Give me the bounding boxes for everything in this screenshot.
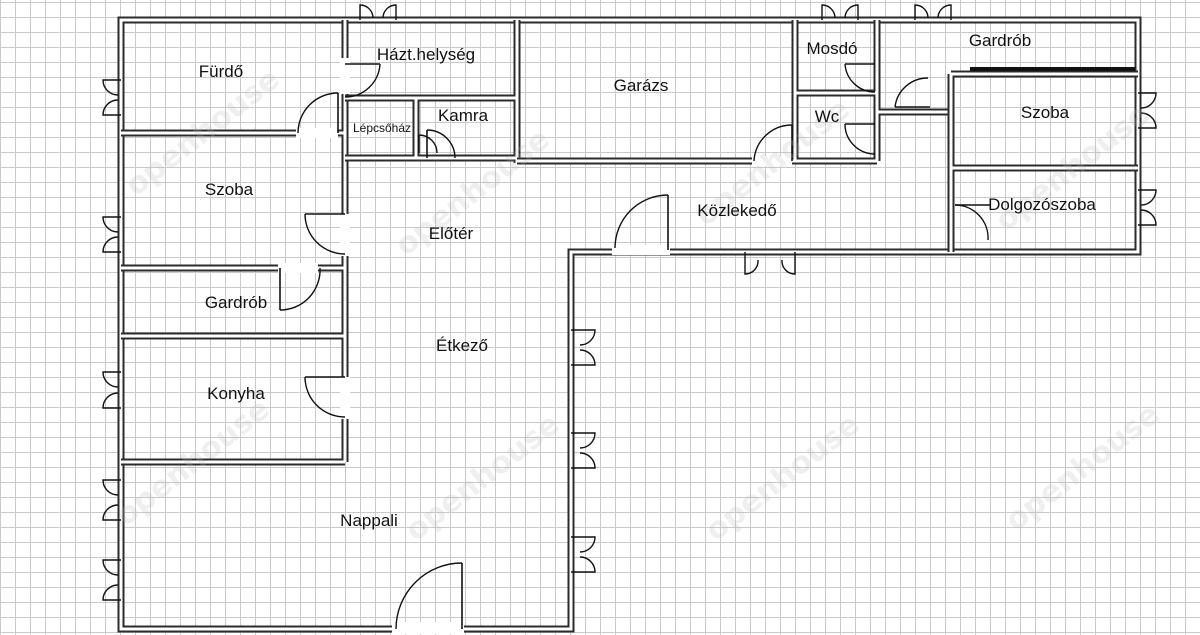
room-label-szoba-left: Szoba <box>204 180 254 199</box>
room-label-garazs: Garázs <box>613 76 669 95</box>
room-label-szoba-right: Szoba <box>1020 103 1070 122</box>
room-label-mosdo: Mosdó <box>806 39 858 58</box>
room-label-kozlekedo: Közlekedő <box>697 201 777 220</box>
room-label-furdo: Fürdő <box>198 62 244 81</box>
room-label-nappali: Nappali <box>340 511 398 530</box>
windows <box>102 4 1157 601</box>
room-label-konyha: Konyha <box>207 384 265 403</box>
room-label-eloter: Előtér <box>428 224 474 243</box>
room-label-wc: Wc <box>814 107 840 126</box>
walls <box>117 16 1142 633</box>
room-label-gardrob-left: Gardrób <box>204 293 268 312</box>
room-label-gardrob-top: Gardrób <box>968 31 1032 50</box>
room-label-haztartas: Házt.helység <box>376 45 476 64</box>
room-label-dolgozoszoba: Dolgozószoba <box>988 195 1096 214</box>
doors <box>278 58 990 634</box>
room-label-lepcsohaz: Lépcsőház <box>352 121 412 135</box>
room-label-etkezo: Étkező <box>436 336 488 355</box>
room-label-kamra: Kamra <box>437 106 489 125</box>
